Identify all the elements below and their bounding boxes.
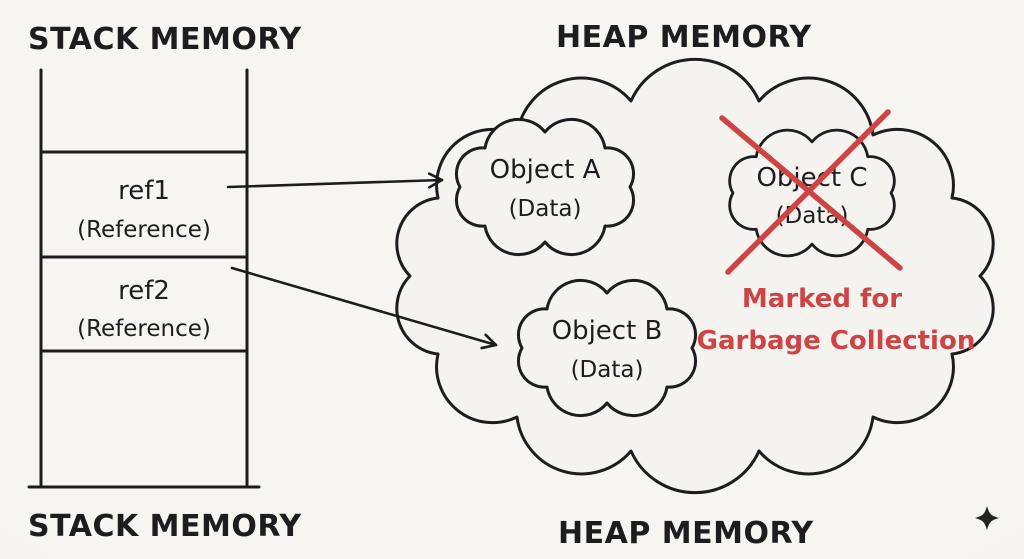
garbage-x-mark (719, 109, 903, 275)
stack-frame (27, 68, 261, 489)
gc-note-line1: Marked for (742, 284, 902, 314)
stack-memory-title-top: STACK MEMORY (28, 22, 302, 57)
x-mark-stroke-1 (719, 115, 903, 271)
heap-memory-title-top: HEAP MEMORY (556, 20, 812, 55)
x-mark-stroke-2 (725, 109, 891, 275)
heap-memory-title-bottom: HEAP MEMORY (558, 516, 814, 551)
ref1-label: ref1 (118, 176, 170, 206)
ref2-type-label: (Reference) (77, 316, 211, 342)
ref2-to-object-b-arrow (230, 266, 498, 345)
object-b-subtitle: (Data) (571, 357, 644, 383)
ref1-type-label: (Reference) (77, 217, 211, 243)
object-a-title: Object A (490, 155, 601, 185)
heap-cloud (395, 57, 995, 495)
sparkle-icon (975, 506, 999, 530)
stack-memory-title-bottom: STACK MEMORY (28, 509, 302, 544)
object-a-subtitle: (Data) (509, 196, 582, 222)
gc-note-line2: Garbage Collection (697, 326, 976, 356)
object-b-title: Object B (552, 316, 663, 346)
ref2-label: ref2 (118, 276, 170, 306)
ref1-to-object-a-arrow (226, 180, 444, 187)
